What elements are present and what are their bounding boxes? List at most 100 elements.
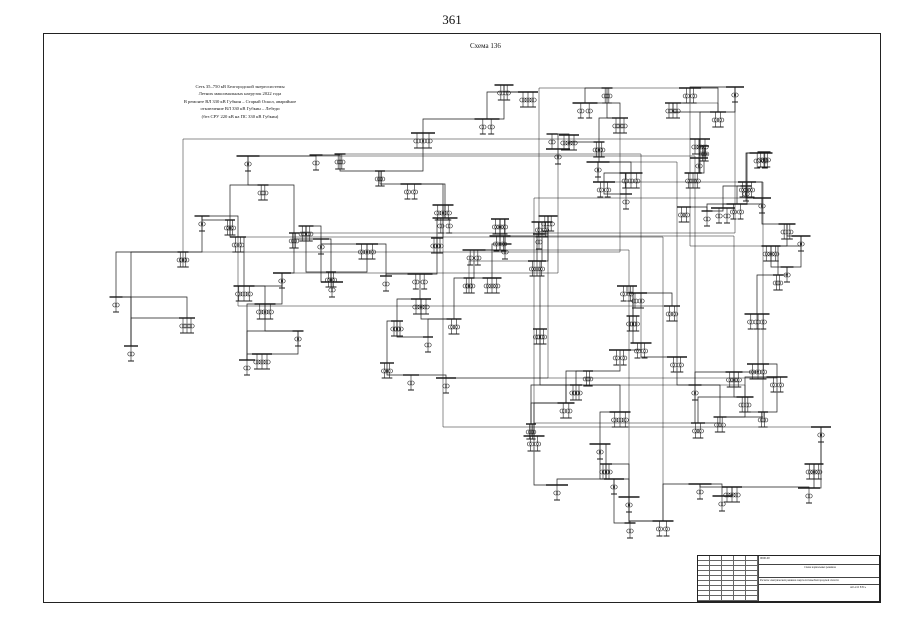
transformer-winding bbox=[626, 528, 632, 534]
transformer-winding bbox=[501, 249, 507, 255]
transformer-winding bbox=[466, 255, 472, 261]
transformer-winding bbox=[621, 417, 627, 423]
transformer-winding bbox=[306, 231, 311, 237]
transmission-line bbox=[770, 246, 787, 268]
transformer-winding bbox=[594, 167, 600, 173]
transformer-winding bbox=[665, 311, 671, 317]
transformer-winding bbox=[189, 323, 195, 329]
transformer-winding bbox=[717, 117, 722, 123]
transformer-winding bbox=[444, 383, 450, 389]
transformer-winding bbox=[714, 422, 719, 428]
transformer-winding bbox=[491, 224, 497, 230]
transformer-winding bbox=[455, 324, 461, 330]
transmission-line bbox=[246, 330, 298, 360]
transformer-winding bbox=[637, 298, 643, 304]
transformer-winding bbox=[265, 359, 271, 365]
transmission-line bbox=[585, 102, 621, 118]
transformer-winding bbox=[783, 272, 789, 278]
transformer-winding bbox=[815, 469, 820, 475]
transmission-line bbox=[419, 274, 421, 300]
transformer-winding bbox=[231, 242, 237, 248]
transformer-winding bbox=[258, 359, 264, 365]
transformer-winding bbox=[363, 249, 369, 255]
transmission-line bbox=[672, 103, 718, 113]
transformer-winding bbox=[691, 390, 697, 396]
transformer-winding bbox=[812, 469, 818, 475]
transformer-winding bbox=[596, 187, 602, 193]
transmission-lines bbox=[115, 85, 822, 524]
transformer-winding bbox=[381, 368, 386, 374]
transformer-winding bbox=[598, 147, 603, 153]
transformer-winding bbox=[474, 255, 479, 261]
transformer-winding bbox=[696, 428, 702, 434]
transformer-winding bbox=[261, 309, 267, 315]
transformer-winding bbox=[797, 241, 803, 247]
transmission-line bbox=[264, 304, 298, 332]
transformer-winding bbox=[633, 298, 639, 304]
trunk-line bbox=[673, 102, 719, 112]
transmission-line bbox=[632, 316, 641, 344]
transformer-winding bbox=[427, 138, 433, 144]
transformer-winding bbox=[337, 159, 342, 165]
transformer-winding bbox=[560, 140, 566, 146]
transformer-winding bbox=[383, 368, 389, 374]
transformer-winding bbox=[620, 291, 625, 297]
transformer-winding bbox=[390, 326, 396, 332]
transformer-winding bbox=[655, 526, 661, 532]
transformer-winding bbox=[413, 189, 419, 195]
transformer-winding bbox=[635, 321, 640, 327]
transformer-winding bbox=[263, 309, 269, 315]
transformer-winding bbox=[810, 469, 816, 475]
transformer-winding bbox=[760, 157, 766, 163]
trunk-line bbox=[446, 216, 549, 379]
transformer-winding bbox=[493, 283, 498, 289]
transformer-winding bbox=[179, 257, 185, 263]
transformer-winding bbox=[439, 223, 445, 229]
transformer-winding bbox=[554, 154, 560, 160]
transmission-line bbox=[556, 478, 614, 485]
transformer-winding bbox=[468, 283, 473, 289]
transformer-winding bbox=[735, 492, 741, 498]
transmission-line bbox=[116, 296, 188, 318]
transformer-winding bbox=[565, 408, 570, 414]
transformer-winding bbox=[448, 223, 453, 229]
transformer-winding bbox=[747, 187, 753, 193]
transformer-winding bbox=[692, 428, 697, 434]
transmission-line bbox=[638, 292, 673, 306]
transformer-winding bbox=[693, 390, 699, 396]
transformer-winding bbox=[380, 176, 386, 182]
transformer-winding bbox=[444, 210, 450, 216]
transmission-line bbox=[576, 384, 621, 412]
transformer-winding bbox=[643, 348, 649, 354]
transformer-winding bbox=[562, 140, 568, 146]
transmission-line bbox=[422, 118, 487, 133]
transformer-winding bbox=[384, 281, 390, 287]
transmission-line bbox=[411, 374, 447, 378]
transformer-winding bbox=[753, 319, 759, 325]
transformer-winding bbox=[550, 139, 556, 145]
transmission-line bbox=[320, 239, 367, 245]
transformer-winding bbox=[426, 342, 432, 348]
transformer-winding bbox=[430, 243, 436, 249]
transformer-winding bbox=[559, 408, 565, 414]
transformer-winding bbox=[601, 93, 607, 99]
transformer-winding bbox=[242, 291, 248, 297]
transformer-winding bbox=[253, 359, 259, 365]
transformer-winding bbox=[749, 319, 755, 325]
transformer-winding bbox=[622, 291, 628, 297]
transformer-winding bbox=[703, 144, 709, 150]
transformer-winding bbox=[442, 383, 448, 389]
transformer-winding bbox=[378, 176, 383, 182]
transformer-winding bbox=[685, 212, 690, 218]
transformer-winding bbox=[420, 279, 426, 285]
transformer-winding bbox=[744, 191, 750, 197]
transformer-winding bbox=[261, 190, 266, 196]
transmission-line bbox=[246, 353, 262, 360]
trunk-line bbox=[340, 153, 642, 343]
transformer-winding bbox=[382, 281, 388, 287]
transformer-winding bbox=[539, 334, 545, 340]
transformer-winding bbox=[371, 249, 377, 255]
substations bbox=[109, 84, 831, 539]
transformer-winding bbox=[419, 304, 425, 310]
trunk-line bbox=[689, 88, 771, 247]
